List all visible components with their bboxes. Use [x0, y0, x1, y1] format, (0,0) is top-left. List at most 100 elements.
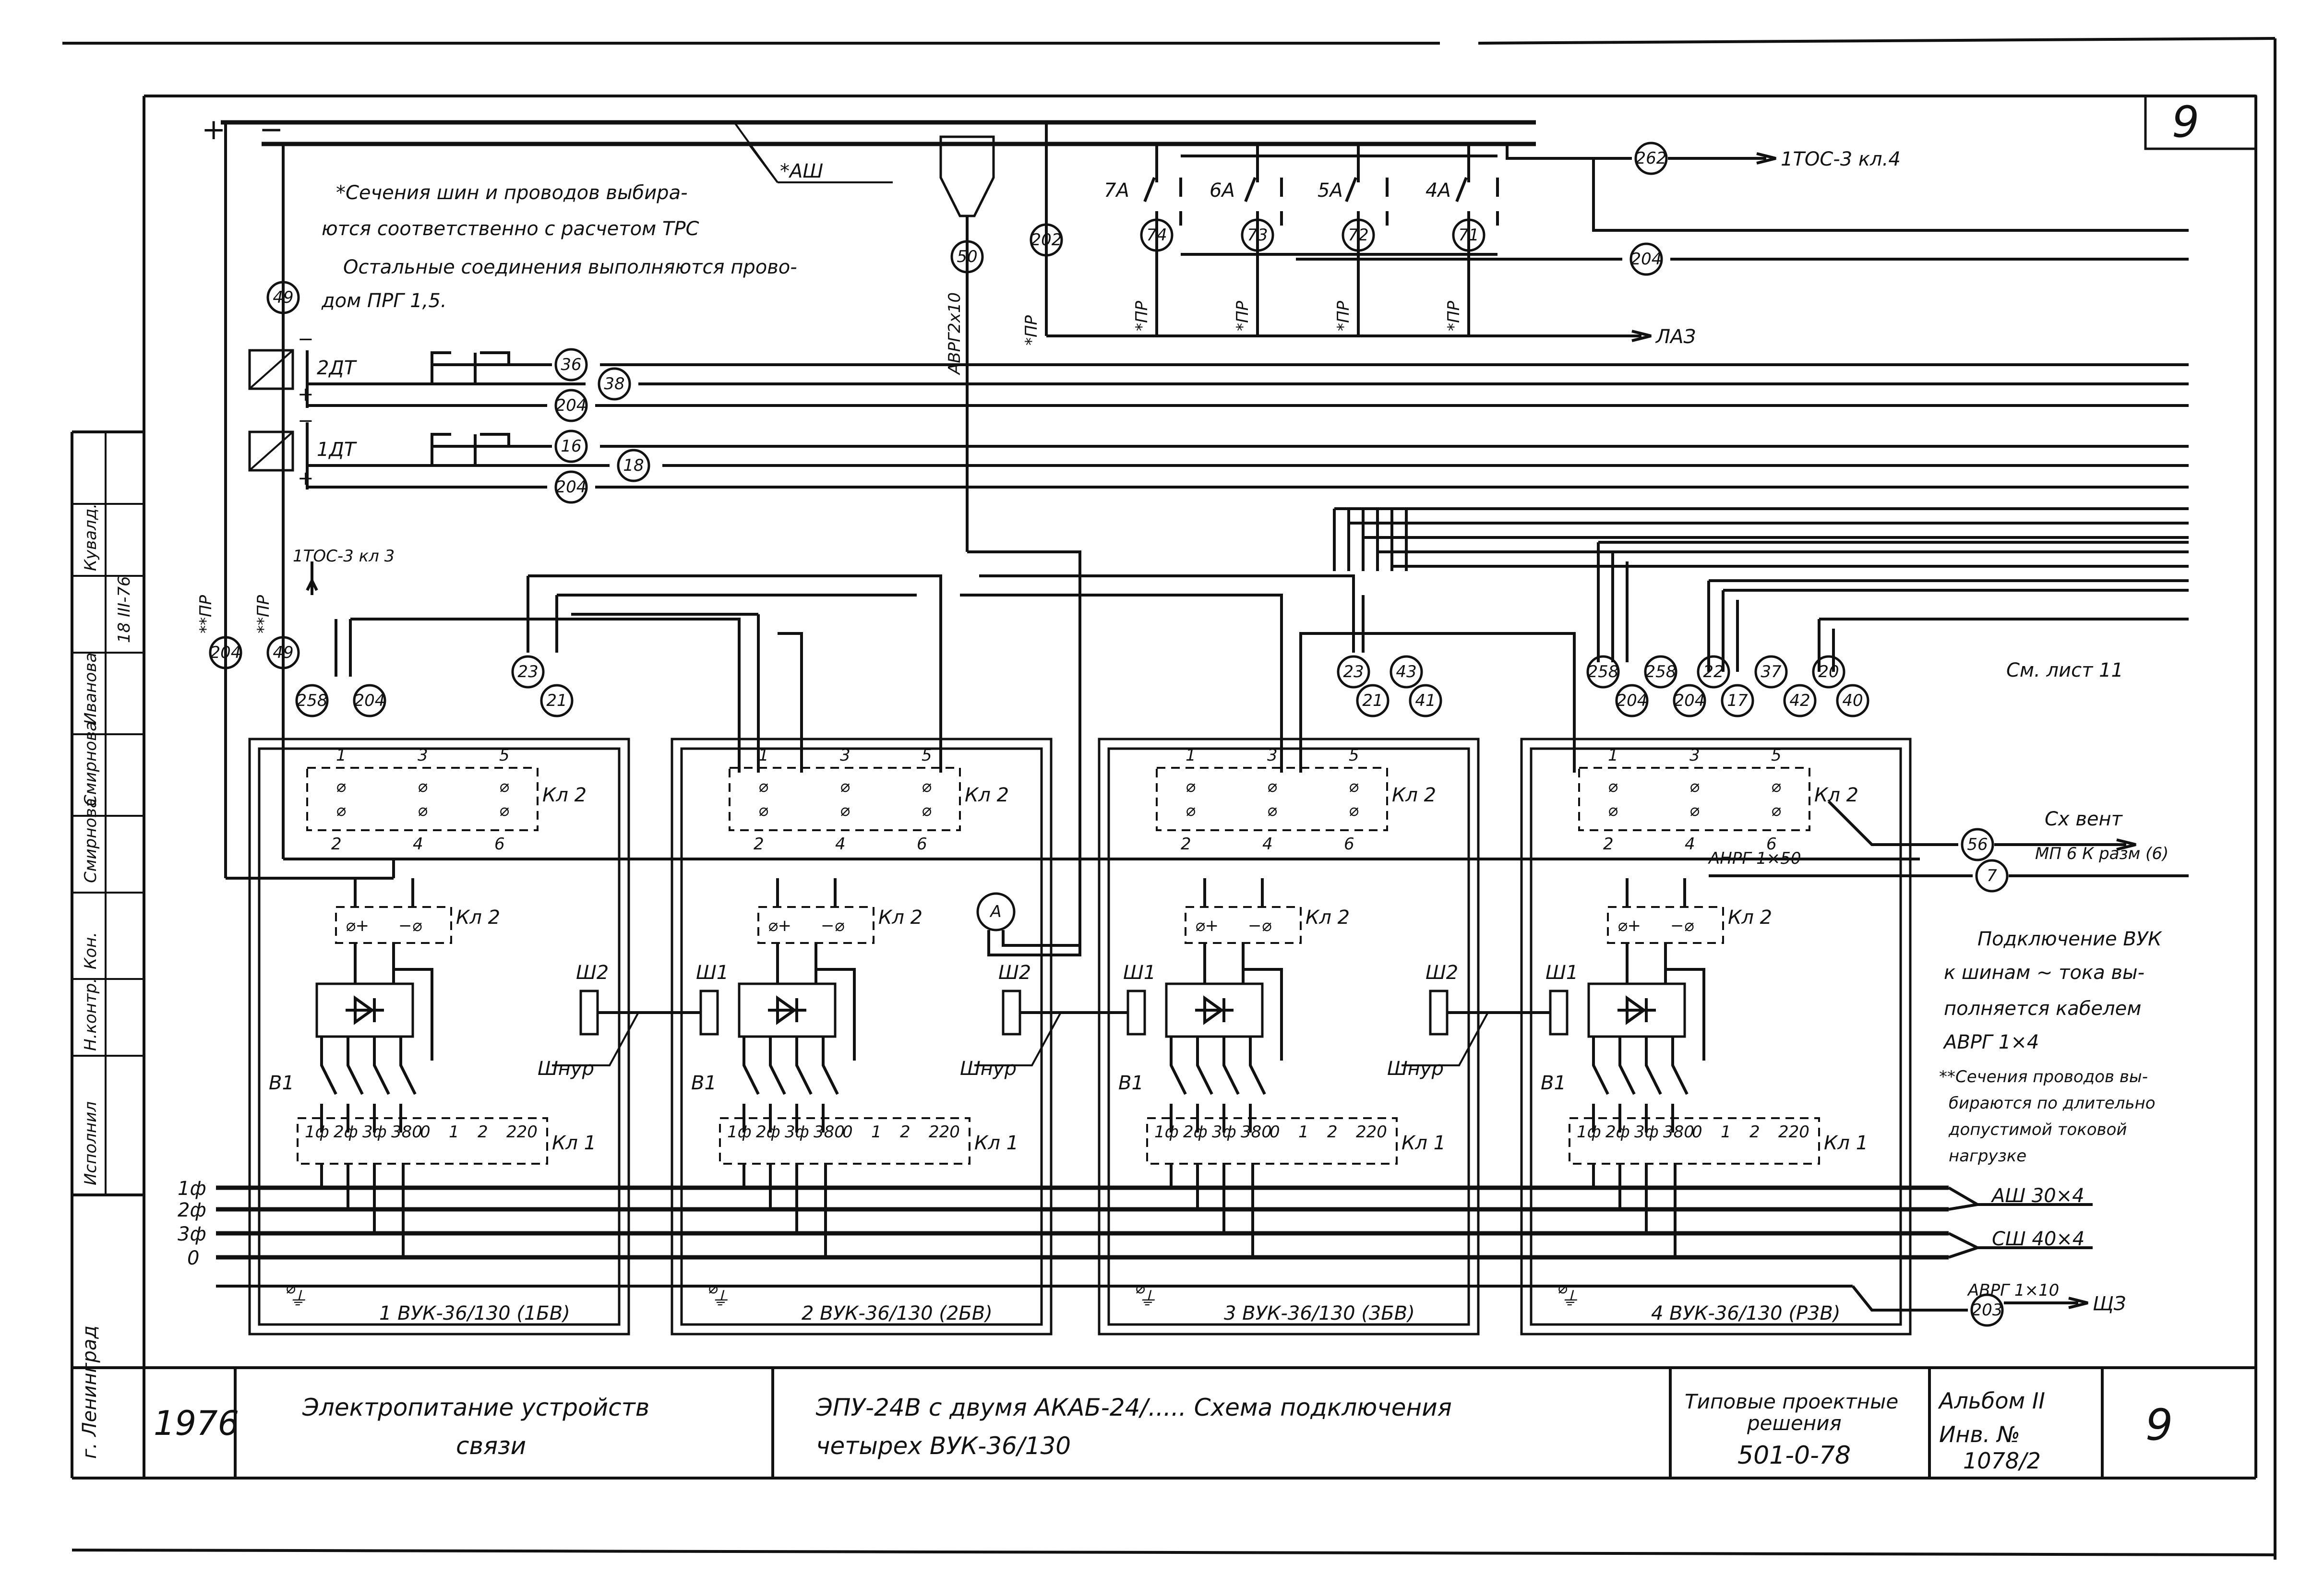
- unit-3-diode-icon: [1195, 995, 1234, 1025]
- unit-3-switch-pole-0: [1170, 1037, 1187, 1133]
- unit-2-kl1-label: Кл 1: [974, 1132, 1018, 1154]
- cable-anrg: АНРГ 1×50: [1708, 849, 1801, 868]
- right-side-connections: 56 Сх вент МП 6 К разм (6) 7 АНРГ 1×50: [1708, 800, 2189, 893]
- stamp-year: 1976: [154, 1404, 239, 1443]
- cord-leader-2: [1402, 1012, 1489, 1066]
- stamp-inv: 1078/2: [1963, 1448, 2041, 1474]
- fuse-group: 202 *ПР ЛАЗ 74 7А *ПР 73 6А *ПР 72 5А *П…: [1022, 122, 1696, 348]
- unit-4-rect-wires: [1626, 943, 1705, 1061]
- unit-3-kl2-pm-b: −⌀: [1248, 916, 1271, 935]
- stamp-title-2: связи: [456, 1432, 526, 1460]
- unit-1-term-a-1: ⌀: [418, 777, 428, 796]
- fuse-pr-5a: *ПР: [1334, 300, 1353, 331]
- cord-label-0: Шнур: [538, 1058, 594, 1080]
- phase-cable-2: СШ 40×4: [1992, 1228, 2084, 1250]
- unit-1-term-b-0: ⌀: [336, 801, 346, 820]
- unit-1-kl2-pm-label: Кл 2: [456, 907, 500, 929]
- wire-202: 202: [1031, 230, 1062, 250]
- stamp-inv-label: Инв. №: [1939, 1421, 2020, 1447]
- fuse-7a: 7А: [1104, 179, 1129, 202]
- unit-2-kl1-term-0: 1ф: [727, 1122, 752, 1142]
- unit-1-term-b-1: ⌀: [418, 801, 428, 820]
- right-notes: Подключение ВУК к шинам ~ тока вы- полня…: [1939, 928, 2162, 1166]
- unit-3-kl1-term-0: 1ф: [1154, 1122, 1179, 1142]
- cord-leader-1: [974, 1012, 1062, 1066]
- wire-pr-202: *ПР: [1022, 315, 1041, 346]
- unit-1-feed-wires: [354, 878, 414, 907]
- unit-1-term-bot-1: 4: [413, 835, 423, 854]
- unit-2-rectifier: [738, 982, 837, 1038]
- wire-49-top: 49: [273, 288, 293, 307]
- stamp-desc-2: четырех ВУК-36/130: [816, 1432, 1071, 1460]
- wire-marker-38-label: 38: [604, 374, 624, 394]
- unit-1-term-top-1: 3: [418, 746, 428, 765]
- unit-1-top-2: 23: [517, 662, 538, 681]
- unit-1-term-bot-0: 2: [331, 835, 342, 854]
- sheet-number: 9: [2172, 97, 2199, 147]
- unit-4-kl2-pm-label: Кл 2: [1728, 907, 1772, 929]
- unit-1-kl1-term-0: 1ф: [305, 1122, 329, 1142]
- unit-4-ground-term: ⌀: [1557, 1278, 1568, 1298]
- unit-1-kl1-term-7: 220: [506, 1122, 538, 1142]
- unit-3-top-3: 41: [1415, 691, 1436, 710]
- left-markers: 49 204 49 **ПР **ПР 1ТОС-3 кл 3: [196, 281, 395, 669]
- stamp-typical-2: решения: [1747, 1411, 1842, 1435]
- unit-3-kl1-term-4: 0: [1270, 1122, 1280, 1142]
- cable-avrg-2x10: АВРГ2х10: [945, 292, 964, 375]
- unit-3: 23 21 43 41 3 ВУК-36/130 (3БВ): [1098, 655, 1480, 1336]
- unit-1: 258 204 23 21 1 ВУК-36/130 (1БВ): [248, 655, 630, 1336]
- unit-3-kl1-term-2: 3ф: [1212, 1122, 1236, 1142]
- unit-2-b1-label: В1: [691, 1072, 717, 1094]
- right-note-6: допустимой токовой: [1948, 1120, 2127, 1139]
- title-block: 1976 Электропитание устройств связи ЭПУ-…: [144, 1366, 2256, 1478]
- unit-1-kl2-label: Кл 2: [542, 784, 587, 806]
- unit-4: 258 204 258 204 22 17 37 42 20 40 4 ВУК-…: [1520, 655, 1912, 1336]
- bus-plus: +: [202, 113, 226, 146]
- unit-1-kl1-term-2: 3ф: [362, 1122, 387, 1142]
- wire-marker-36-label: 36: [561, 355, 581, 374]
- top-dest-2: ЛАЗ: [1655, 326, 1696, 348]
- unit-4-term-bot-0: 2: [1603, 835, 1614, 854]
- harness-right: См. лист 11: [1333, 507, 2189, 681]
- unit-1-kl2-pm-a: ⌀+: [346, 916, 369, 935]
- ground-dest: ЩЗ: [2093, 1293, 2126, 1315]
- svg-text:−: −: [298, 410, 314, 432]
- unit-1-term-a-0: ⌀: [336, 777, 346, 796]
- unit-3-term-bot-1: 4: [1262, 835, 1273, 854]
- side-stamp-4: Смирнова: [81, 721, 100, 806]
- anrg-wire: 7: [1987, 866, 1997, 885]
- unit-4-term-bot-1: 4: [1685, 835, 1695, 854]
- unit-3-term-top-1: 3: [1267, 746, 1278, 765]
- note-2: Остальные соединения выполняются прово-: [343, 256, 797, 278]
- unit-4-top-3: 204: [1674, 691, 1705, 710]
- fuse-pr-7a: *ПР: [1132, 300, 1151, 331]
- wire-50: 50: [957, 247, 977, 266]
- unit-3-term-top-0: 1: [1186, 746, 1196, 765]
- sh1-label-2: Ш1: [1545, 962, 1578, 984]
- sheet-number-box: 9: [2144, 95, 2257, 150]
- svg-text:−: −: [298, 328, 314, 350]
- unit-3-term-a-0: ⌀: [1186, 777, 1196, 796]
- unit-4-kl2-pm-b: −⌀: [1670, 916, 1694, 935]
- unit-2-term-b-2: ⌀: [922, 801, 932, 820]
- top-right-connections: 262 1ТОС-3 кл.4 204: [1296, 142, 2189, 276]
- unit-3-kl2-label: Кл 2: [1392, 784, 1436, 806]
- wire-marker-16: [554, 430, 588, 463]
- unit-1-term-bot-2: 6: [494, 835, 505, 854]
- relay-1dt: − + 1ДТ 16 18 204: [248, 410, 2189, 504]
- note-1: ются соответственно с расчетом ТРС: [322, 218, 699, 240]
- unit-3-kl1-term-3: 380: [1241, 1122, 1272, 1142]
- vent-dest-2: МП 6 К разм (6): [2035, 844, 2168, 863]
- stamp-desc-1: ЭПУ-24В с двумя АКАБ-24/..... Схема подк…: [815, 1394, 1452, 1421]
- unit-3-top-0: 23: [1343, 662, 1364, 681]
- unit-4-kl1-term-1: 2ф: [1605, 1122, 1630, 1142]
- unit-4-kl1-term-3: 380: [1663, 1122, 1694, 1142]
- unit-4-kl2-pm-a: ⌀+: [1617, 916, 1641, 935]
- unit-3-kl1-term-5: 1: [1298, 1122, 1309, 1142]
- wire-marker-204-a-label: 204: [556, 396, 587, 415]
- fuse-6a: 6А: [1210, 179, 1235, 202]
- side-stamp-5: Иванова: [81, 653, 100, 725]
- unit-1-kl1-term-6: 2: [478, 1122, 488, 1142]
